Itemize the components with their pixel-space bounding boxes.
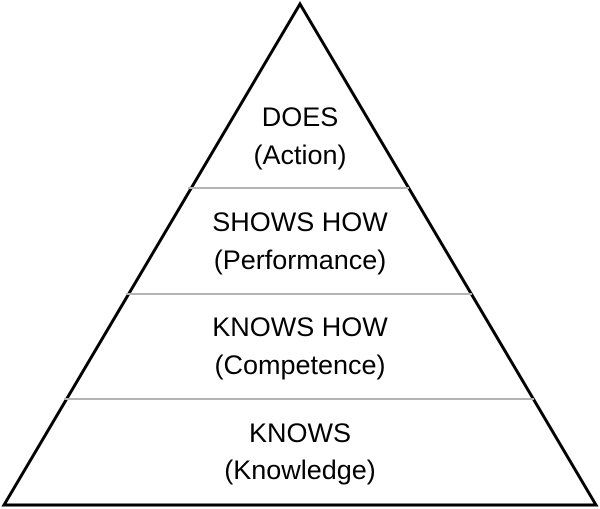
level-does: DOES (Action) bbox=[253, 102, 346, 170]
level-title: DOES bbox=[262, 102, 339, 132]
level-subtitle: (Action) bbox=[253, 140, 346, 170]
level-shows-how: SHOWS HOW (Performance) bbox=[212, 207, 388, 275]
level-title: KNOWS bbox=[249, 418, 351, 448]
level-knows-how: KNOWS HOW (Competence) bbox=[212, 312, 388, 380]
level-title: KNOWS HOW bbox=[212, 312, 388, 342]
level-title: SHOWS HOW bbox=[212, 207, 388, 237]
level-subtitle: (Performance) bbox=[214, 245, 387, 275]
level-subtitle: (Knowledge) bbox=[224, 455, 376, 485]
level-knows: KNOWS (Knowledge) bbox=[224, 418, 376, 485]
level-subtitle: (Competence) bbox=[214, 350, 385, 380]
